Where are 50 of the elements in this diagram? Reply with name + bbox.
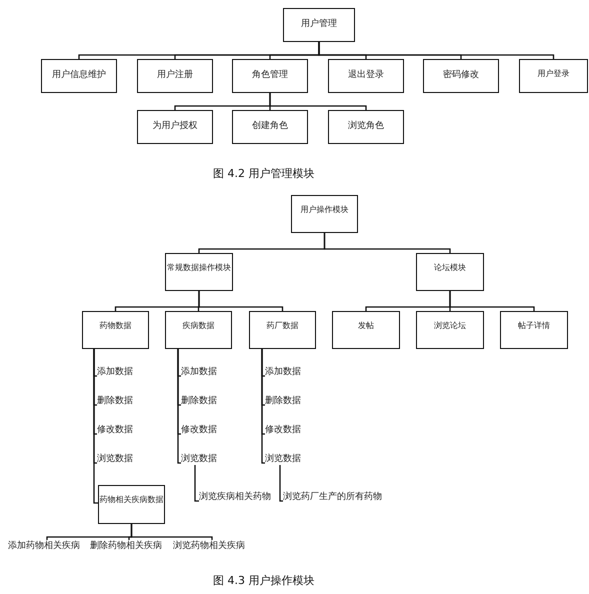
module-box: 用户管理 — [283, 8, 355, 42]
function-label: 删除数据 — [181, 395, 217, 407]
function-label: 添加数据 — [265, 366, 301, 378]
function-label: 删除药物相关疾病 — [90, 540, 162, 552]
function-label: 浏览疾病相关药物 — [199, 491, 271, 503]
module-box: 帖子详情 — [500, 311, 568, 349]
function-label: 添加数据 — [97, 366, 133, 378]
connector-line — [279, 465, 283, 502]
module-box: 药物数据 — [82, 311, 149, 349]
module-box: 发帖 — [332, 311, 400, 349]
function-label: 修改数据 — [97, 424, 133, 436]
module-box: 角色管理 — [232, 59, 308, 93]
function-label: 删除数据 — [97, 395, 133, 407]
module-box: 常规数据操作模块 — [165, 253, 233, 291]
module-box: 用户注册 — [137, 59, 213, 93]
function-label: 浏览数据 — [181, 453, 217, 465]
connector-line — [93, 349, 98, 504]
module-box: 为用户授权 — [137, 110, 213, 144]
function-label: 浏览数据 — [265, 453, 301, 465]
module-box: 论坛模块 — [416, 253, 484, 291]
connector-line — [194, 465, 199, 502]
function-label: 添加药物相关疾病 — [8, 540, 80, 552]
module-box: 密码修改 — [423, 59, 499, 93]
module-box: 药厂数据 — [249, 311, 316, 349]
function-label: 删除数据 — [265, 395, 301, 407]
module-box: 退出登录 — [328, 59, 404, 93]
function-label: 修改数据 — [181, 424, 217, 436]
module-box: 用户登录 — [519, 59, 588, 93]
function-label: 浏览药厂生产的所有药物 — [283, 491, 382, 503]
figure-caption: 图 4.2 用户管理模块 — [213, 166, 314, 181]
module-box: 用户操作模块 — [291, 195, 358, 233]
module-box: 药物相关疾病数据 — [98, 485, 165, 524]
module-box: 用户信息维护 — [41, 59, 117, 93]
figure-caption: 图 4.3 用户操作模块 — [213, 573, 314, 588]
function-label: 添加数据 — [181, 366, 217, 378]
connector-line — [261, 349, 265, 464]
module-box: 浏览角色 — [328, 110, 404, 144]
module-box: 创建角色 — [232, 110, 308, 144]
connector-line — [177, 349, 181, 464]
connector-line — [318, 42, 554, 59]
function-label: 浏览药物相关疾病 — [173, 540, 245, 552]
module-box: 浏览论坛 — [416, 311, 484, 349]
connector-line — [198, 291, 284, 311]
module-box: 疾病数据 — [165, 311, 232, 349]
connector-line — [449, 291, 535, 311]
connector-line — [269, 93, 367, 110]
function-label: 修改数据 — [265, 424, 301, 436]
connector-line — [324, 233, 451, 253]
function-label: 浏览数据 — [97, 453, 133, 465]
connector-line — [130, 524, 213, 540]
